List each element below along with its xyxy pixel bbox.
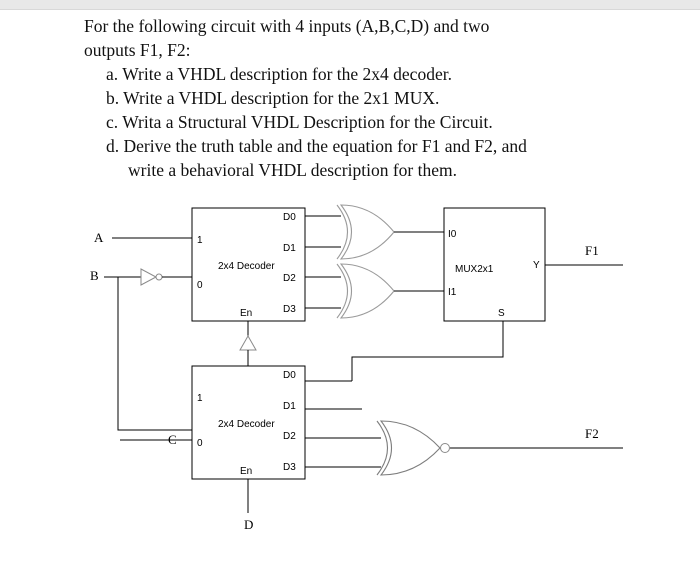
- browser-top-bar: [0, 0, 700, 10]
- mux-in0-label: I0: [448, 229, 457, 240]
- decoder-top-in-lo-label: 0: [197, 280, 203, 291]
- mux-sel-label: S: [498, 308, 505, 319]
- question-line-d-cont: write a behavioral VHDL description for …: [128, 160, 457, 180]
- question-line-c: c. Writa a Structural VHDL Description f…: [106, 112, 493, 132]
- decoder-top-out1-label: D1: [283, 243, 296, 254]
- inverter-b-triangle: [140, 268, 158, 286]
- decoder-top-in-hi-label: 1: [197, 235, 203, 246]
- decoder-bottom-out2-label: D2: [283, 431, 296, 442]
- decoder-bottom-out3-label: D3: [283, 462, 296, 473]
- decoder-top-enable-label: En: [240, 308, 252, 319]
- question-line-2: outputs F1, F2:: [84, 40, 191, 60]
- mux-out-label: Y: [533, 260, 540, 271]
- nor-gate-bubble: [440, 443, 450, 453]
- circuit-diagram: 2x4 Decoder 1 0 En D0 D1 D2 D3 A B MUX2x…: [0, 195, 700, 555]
- or-gate-2-back-arc: [336, 263, 349, 319]
- decoder-bottom-in-lo-label: 0: [197, 438, 203, 449]
- input-a-label: A: [94, 230, 104, 245]
- nor-gate-back-arc: [376, 420, 389, 476]
- decoder-top-out3-label: D3: [283, 304, 296, 315]
- decoder-bottom-enable-label: En: [240, 466, 252, 477]
- buffer-enable-top-triangle: [239, 334, 257, 351]
- question-line-b: b. Write a VHDL description for the 2x1 …: [106, 88, 440, 108]
- or-gate-1-body: [339, 204, 395, 260]
- wire-mux-select: [351, 321, 504, 381]
- wire-b-branch-down: [117, 277, 192, 431]
- output-f1-label: F1: [585, 243, 599, 258]
- mux-title: MUX2x1: [455, 264, 494, 275]
- nor-gate-body: [379, 420, 441, 476]
- or-gate-1-back-arc: [336, 204, 349, 260]
- decoder-top-title: 2x4 Decoder: [218, 261, 275, 272]
- question-line-d: d. Derive the truth table and the equati…: [106, 136, 527, 156]
- output-f2-label: F2: [585, 426, 599, 441]
- question-line-a: a. Write a VHDL description for the 2x4 …: [106, 64, 452, 84]
- input-d-label: D: [244, 517, 253, 532]
- decoder-bottom-out0-label: D0: [283, 370, 296, 381]
- mux-in1-label: I1: [448, 287, 457, 298]
- question-text: For the following circuit with 4 inputs …: [84, 14, 644, 182]
- or-gate-2-body: [339, 263, 395, 319]
- inverter-b-bubble: [155, 273, 163, 281]
- decoder-bottom-in-hi-label: 1: [197, 393, 203, 404]
- input-b-label: B: [90, 268, 99, 283]
- decoder-top-out0-label: D0: [283, 212, 296, 223]
- decoder-bottom-out1-label: D1: [283, 401, 296, 412]
- decoder-bottom-title: 2x4 Decoder: [218, 419, 275, 430]
- question-line-1: For the following circuit with 4 inputs …: [84, 16, 490, 36]
- decoder-top-out2-label: D2: [283, 273, 296, 284]
